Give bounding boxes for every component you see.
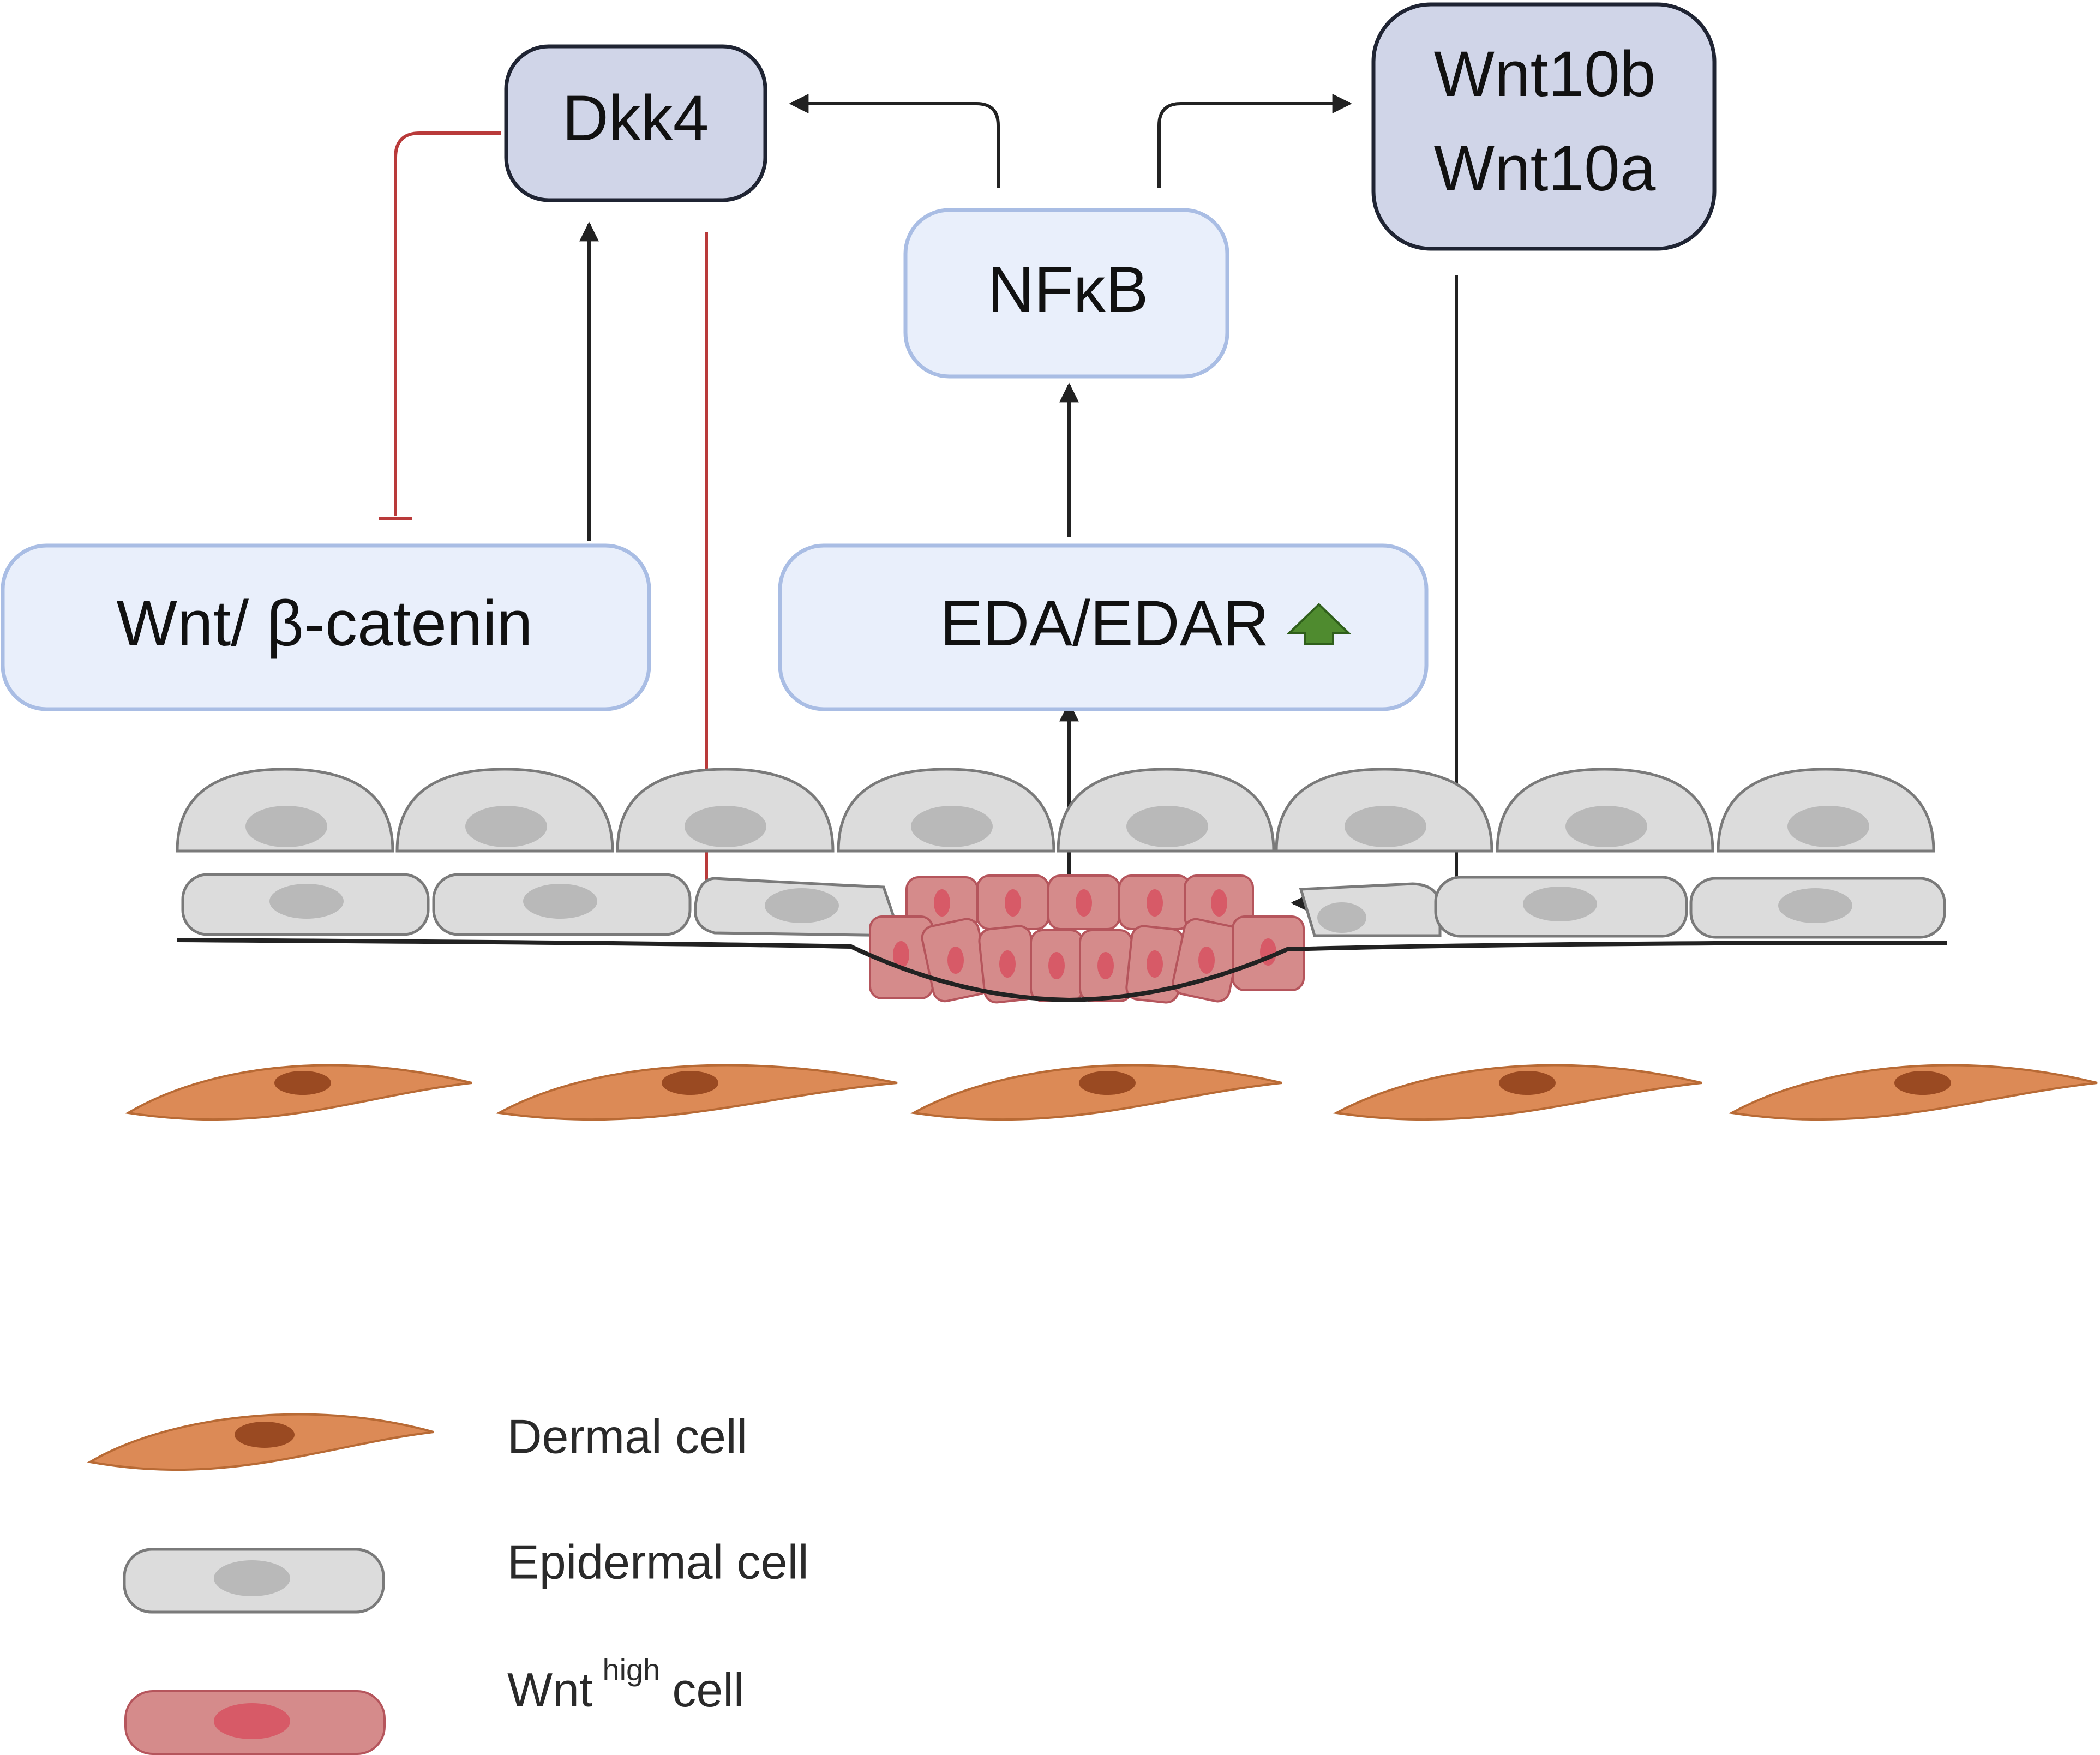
- epidermal-basal-row: [181, 873, 1946, 939]
- epidermal-cell: [1689, 877, 1946, 939]
- dkk4-node: Dkk4: [504, 44, 767, 202]
- wnt-high-cell: [1118, 874, 1191, 930]
- dermal-cell: [1333, 1064, 1702, 1121]
- wnt-high-cell: [1125, 925, 1185, 1004]
- epidermal-cell: [1275, 768, 1493, 853]
- epidermal-cell: [1496, 768, 1714, 853]
- green-up-arrow-icon: [1287, 603, 1351, 645]
- wnt10b-label: Wnt10b: [1434, 38, 1656, 110]
- dermal-cell: [125, 1064, 472, 1121]
- epidermal-cell: [693, 877, 902, 937]
- nfkb-label: NFκB: [988, 254, 1149, 326]
- epidermal-upper-row: [176, 768, 1935, 853]
- legend-dermal-label: Dermal cell: [507, 1409, 747, 1463]
- dermal-cell: [910, 1064, 1282, 1121]
- arrow-nfkb-to-dkk4: [789, 94, 1000, 188]
- legend-dermal-swatch: [87, 1413, 434, 1471]
- wnt-high-cell: [1232, 915, 1305, 991]
- legend-wnt-high-swatch: [124, 1690, 386, 1755]
- arrow-nfkb-to-wnt10: [1157, 94, 1352, 188]
- legend-wnt-high-prefix: Wnt: [507, 1663, 592, 1717]
- wnt-high-cell: [976, 874, 1049, 930]
- legend-epidermal-swatch: [123, 1548, 385, 1614]
- epidermal-cell: [432, 873, 692, 936]
- wnt-high-cell: [1047, 874, 1120, 930]
- wnt10-node: Wnt10b Wnt10a: [1371, 2, 1717, 251]
- epidermal-cell: [837, 768, 1055, 853]
- epidermal-cell: [1057, 768, 1275, 853]
- epidermal-cell: [1299, 882, 1442, 937]
- epidermal-cell: [395, 768, 614, 853]
- epidermal-cell: [1717, 768, 1935, 853]
- epidermal-cell: [176, 768, 394, 853]
- wnt-high-cell: [1079, 929, 1133, 1002]
- legend-wnt-high-suffix: cell: [672, 1663, 744, 1717]
- wnt-beta-catenin-node: Wnt/ β-catenin: [1, 543, 651, 711]
- eda-edar-label: EDA/EDAR: [940, 588, 1269, 660]
- wnt-high-placode: [869, 874, 1305, 1004]
- epidermal-cell: [616, 768, 835, 853]
- eda-edar-node: EDA/EDAR: [778, 543, 1429, 711]
- dkk4-label: Dkk4: [562, 82, 709, 154]
- epidermal-cell: [1434, 876, 1688, 938]
- basement-membrane: [177, 938, 1948, 1003]
- wnt-beta-catenin-label: Wnt/ β-catenin: [116, 588, 532, 660]
- inhibition-dkk4-to-wnt-beta-catenin: [394, 131, 501, 516]
- dermal-row: [125, 1064, 2098, 1121]
- epidermal-cell: [181, 873, 430, 936]
- dermal-cell: [1728, 1064, 2098, 1121]
- dermal-cell: [495, 1064, 898, 1121]
- tissue-illustration: [125, 768, 2098, 1121]
- nfkb-node: NFκB: [903, 208, 1229, 379]
- wnt-high-cell: [1030, 929, 1084, 1002]
- legend-epidermal-label: Epidermal cell: [507, 1535, 809, 1589]
- legend-wnt-high-superscript: high: [602, 1652, 660, 1687]
- wnt10a-label: Wnt10a: [1434, 133, 1656, 205]
- wnt-high-cell: [1172, 918, 1242, 1003]
